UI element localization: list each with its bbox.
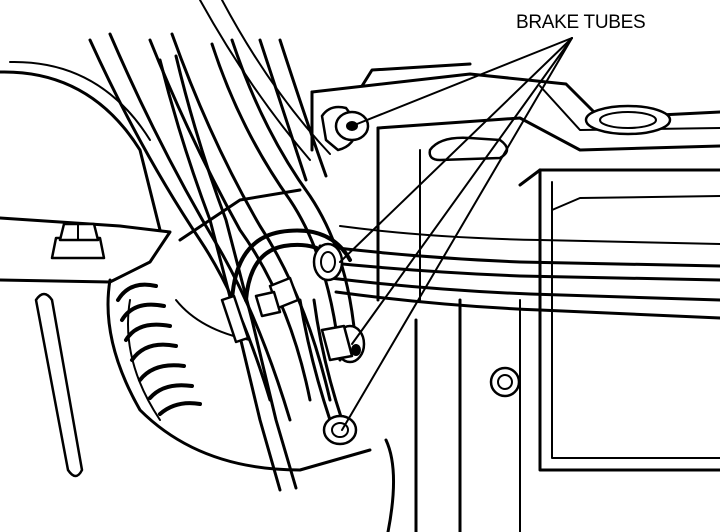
tube-fittings [220, 105, 370, 446]
brake-tubes-label: BRAKE TUBES [516, 12, 645, 33]
brake-tube-bundle [88, 0, 720, 492]
engine-bay-structure [310, 62, 720, 532]
callout-leader-lines [339, 37, 573, 431]
left-fender-panel [0, 60, 395, 532]
